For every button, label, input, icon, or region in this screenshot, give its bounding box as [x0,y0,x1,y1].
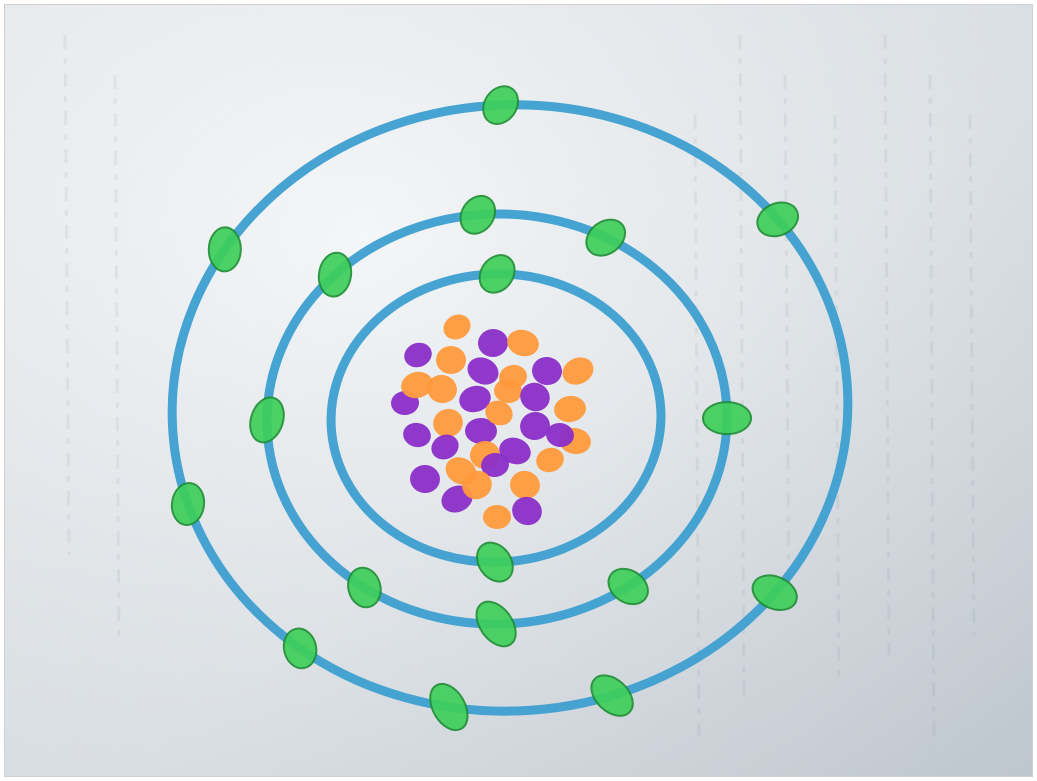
electron-dot [208,227,241,272]
electron-dot [703,402,751,434]
atom-drawing [5,5,1033,777]
photo [4,4,1033,777]
proton-dot [483,505,511,529]
